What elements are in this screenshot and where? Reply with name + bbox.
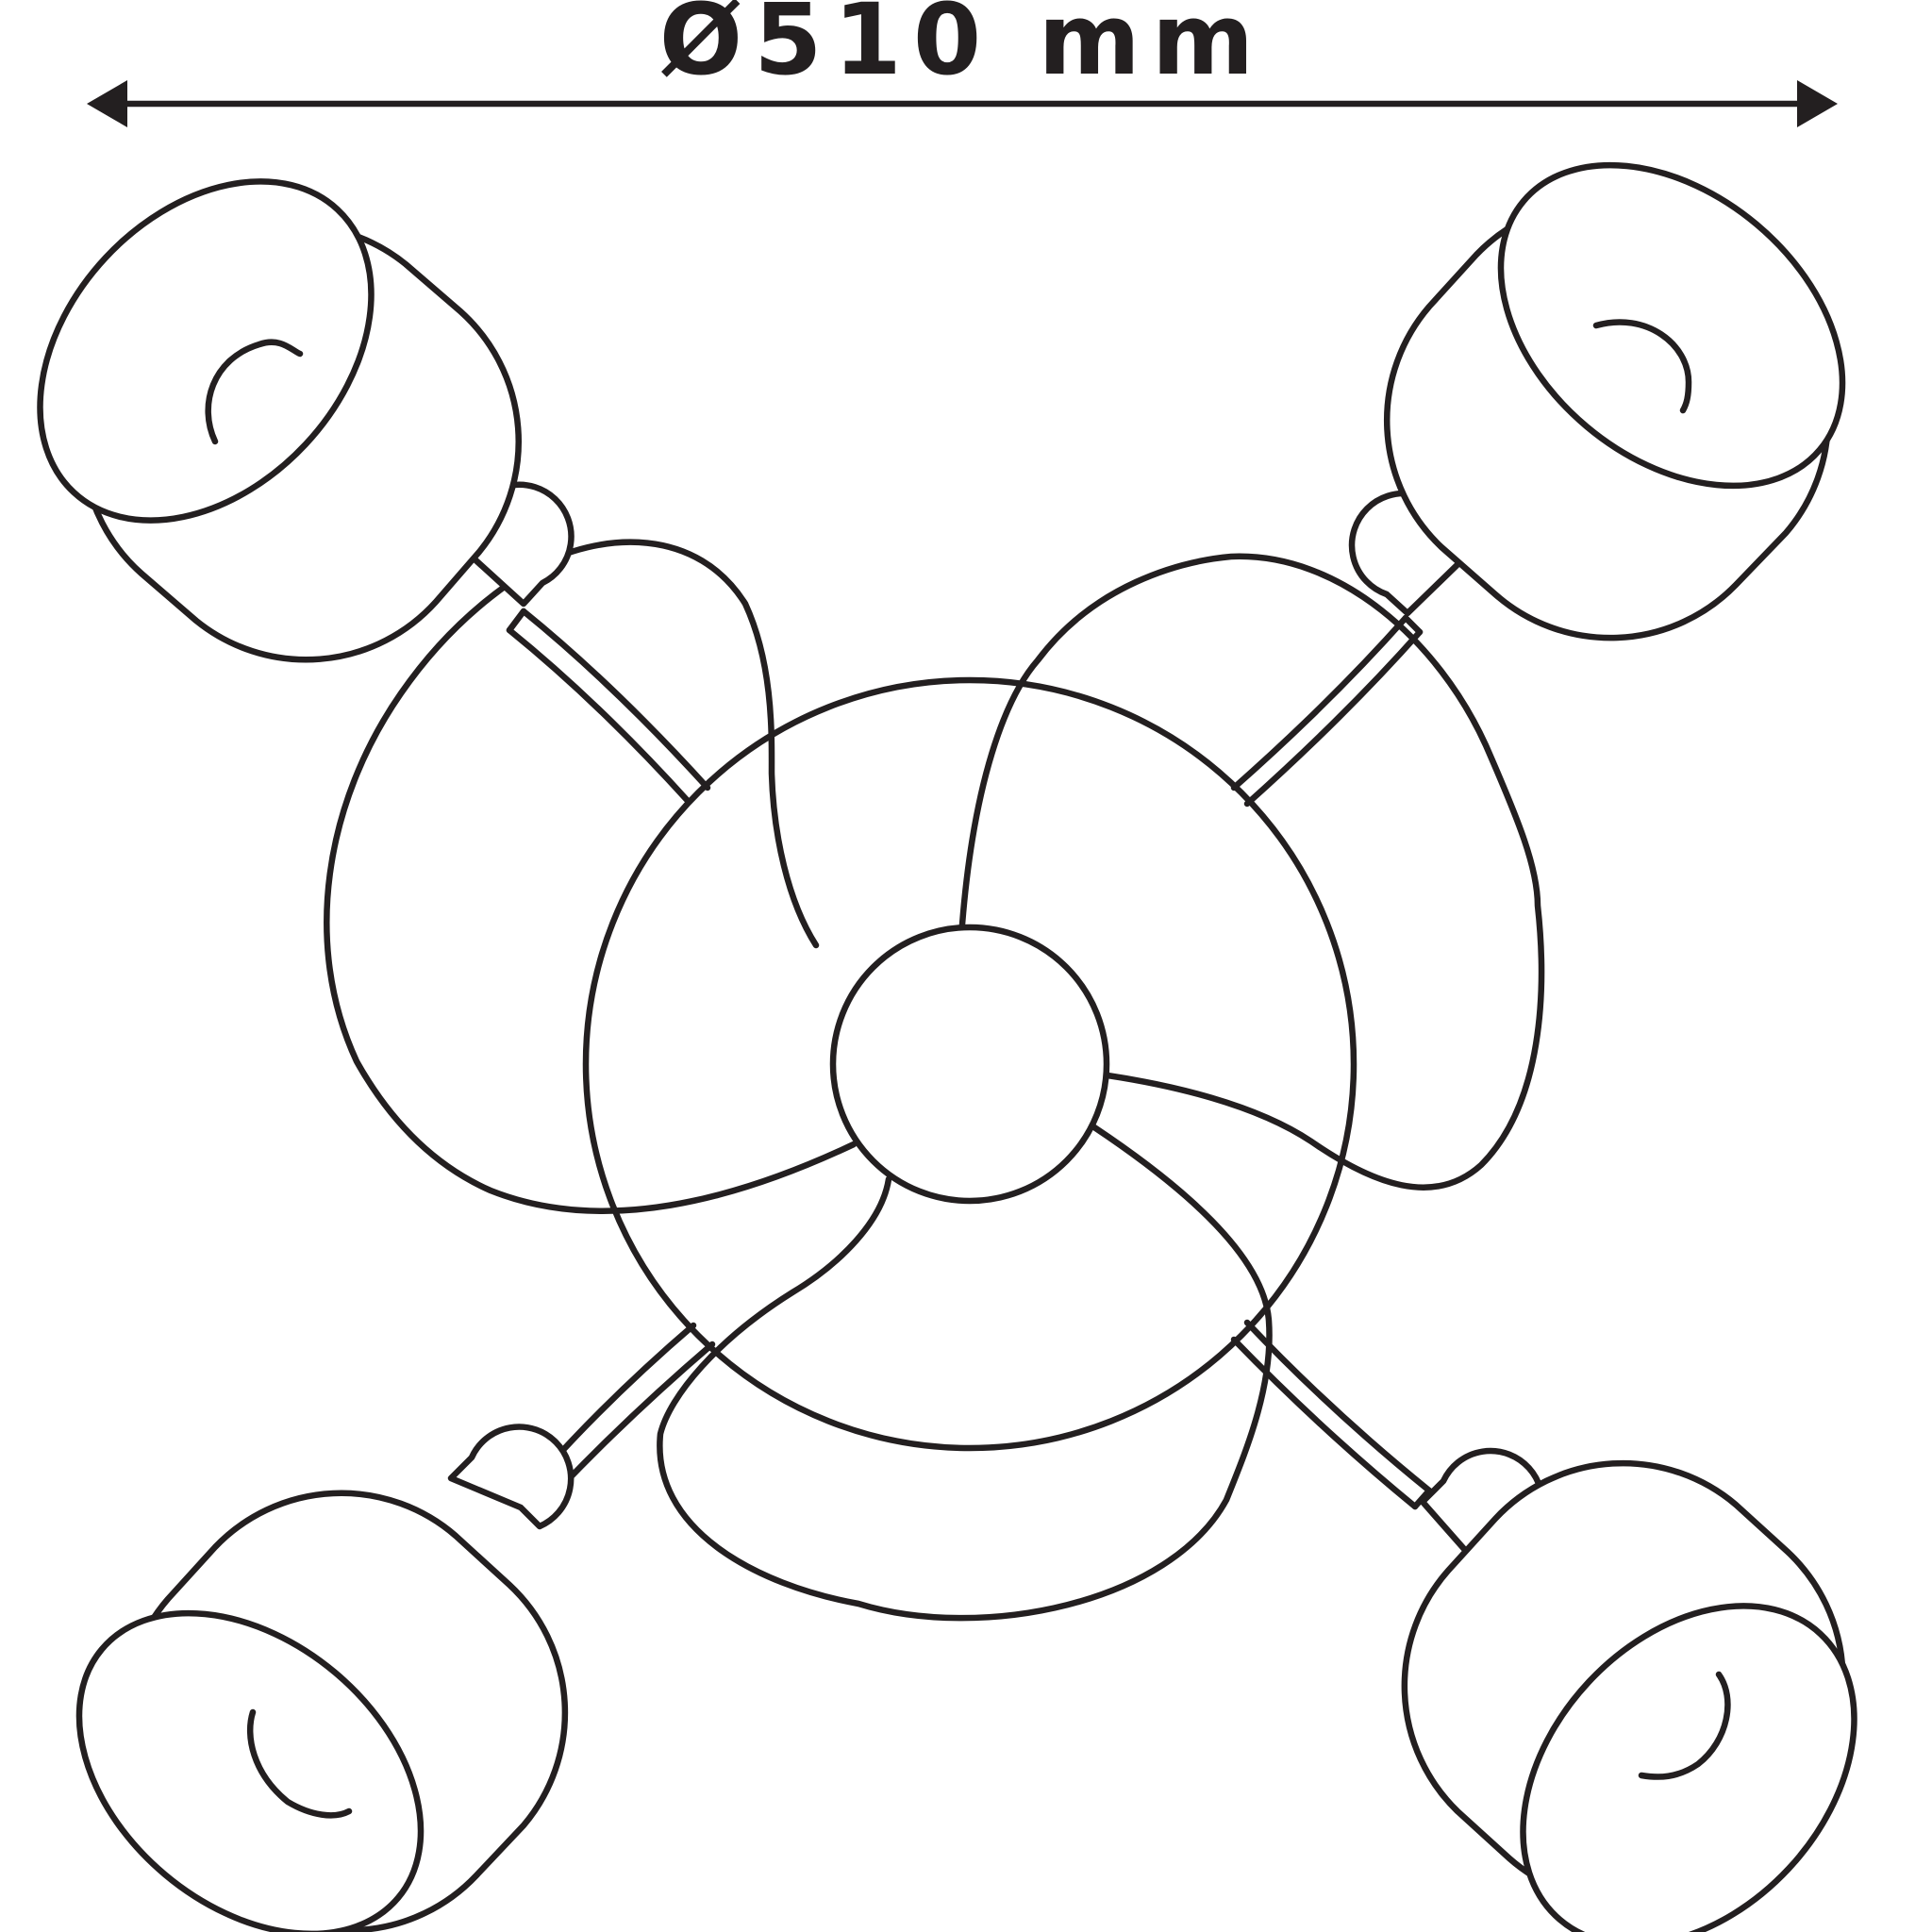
shade-inner-rim: [1638, 1671, 1731, 1780]
base-plate: [582, 676, 1357, 1452]
arm-top-right: [1230, 614, 1424, 808]
arm-top-left: [506, 608, 711, 806]
shade-inner-rim: [205, 339, 304, 445]
shade-opening: [1497, 161, 1846, 490]
diameter-dimension: Ø510 mm: [87, 0, 1838, 127]
arm-bottom-right: [1230, 1319, 1433, 1510]
left-arrowhead: [87, 80, 127, 127]
petal-top: [958, 553, 1545, 1191]
shade-inner-rim: [1592, 319, 1692, 414]
shade-top-right: [1348, 161, 1846, 641]
shade-inner-rim: [247, 1708, 353, 1819]
right-arrowhead: [1797, 80, 1838, 127]
socket-cap: [447, 1424, 575, 1530]
shade-opening: [37, 178, 375, 524]
center-hub: [829, 924, 1110, 1205]
shade-bottom-right: [1401, 1447, 1857, 1932]
petal-bottom: [657, 1124, 1273, 1622]
petal-left: [324, 539, 858, 1214]
shade-opening: [1520, 1603, 1857, 1932]
shade-opening: [75, 1609, 425, 1932]
decorative-petals: [324, 539, 1545, 1622]
dimension-label: Ø510 mm: [659, 0, 1265, 97]
shade-bottom-left: [75, 1424, 575, 1932]
shade-top-left: [37, 178, 575, 663]
